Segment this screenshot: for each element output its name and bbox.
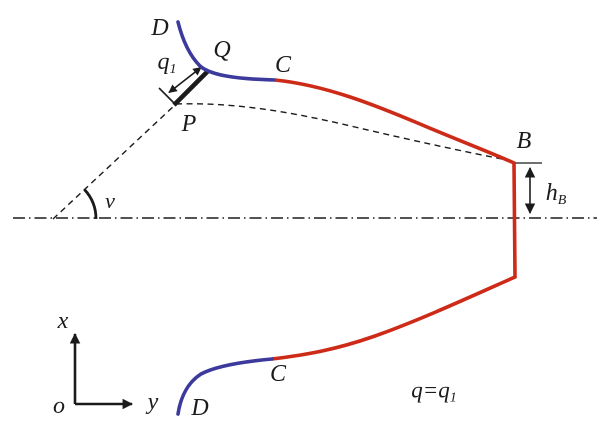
label-C-bottom: C bbox=[269, 361, 287, 387]
angle-arc bbox=[83, 188, 98, 220]
label-D-bottom: D bbox=[191, 395, 209, 421]
characteristic-dashed-curve bbox=[175, 103, 513, 162]
label-axis-y: y bbox=[147, 389, 159, 415]
label-C-top: C bbox=[274, 52, 292, 78]
label-flow-condition-base: q=q bbox=[411, 377, 450, 403]
label-hB: hB bbox=[545, 180, 567, 208]
nozzle-contour-red-CBC bbox=[271, 78, 517, 361]
upper-wall-blue-DC bbox=[176, 20, 277, 82]
label-hB-sub: B bbox=[557, 192, 567, 208]
label-axis-x: x bbox=[57, 308, 69, 334]
label-D-top: D bbox=[151, 15, 169, 41]
label-angle-v: v bbox=[105, 188, 115, 213]
label-q1-sub: 1 bbox=[169, 61, 177, 77]
label-flow-condition: q=q1 bbox=[411, 377, 457, 406]
label-hB-base: h bbox=[545, 180, 558, 206]
p-tick bbox=[158, 87, 177, 106]
label-Q: Q bbox=[213, 37, 231, 63]
label-q1: q1 bbox=[157, 49, 177, 77]
label-origin-o: o bbox=[53, 393, 65, 419]
label-B: B bbox=[516, 128, 532, 154]
label-P: P bbox=[181, 111, 197, 137]
q1-dimension-arrow bbox=[168, 66, 202, 94]
expansion-ray-dashed bbox=[52, 103, 177, 220]
lower-wall-blue-CD bbox=[176, 357, 274, 416]
label-q1-base: q bbox=[157, 49, 170, 75]
label-flow-condition-sub: 1 bbox=[449, 390, 457, 406]
